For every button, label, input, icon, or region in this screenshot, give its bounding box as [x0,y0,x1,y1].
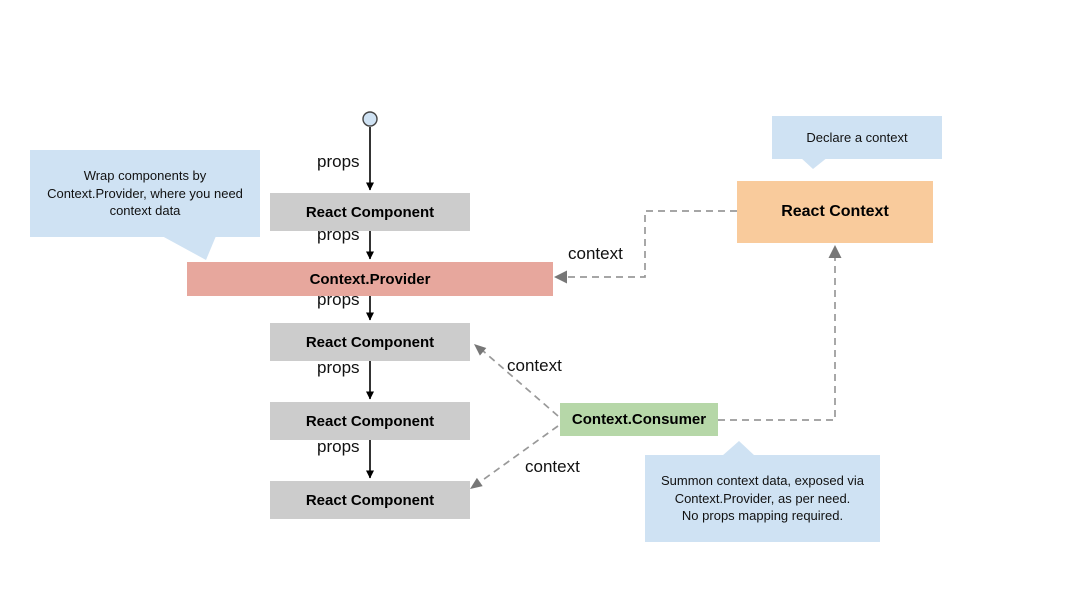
edge-label-props-5: props [317,437,360,456]
edge-label-props-4: props [317,358,360,377]
edge-label-context-upper: context [507,356,562,375]
edge-label-context-lower: context [525,457,580,476]
node-context-consumer-label: Context.Consumer [571,411,707,428]
callout-summon-context: Summon context data, exposed via Context… [645,455,880,542]
callout-wrap-provider-text: Wrap components by Context.Provider, whe… [47,168,243,219]
start-node-icon [362,111,378,127]
node-react-context: React Context [737,181,933,243]
dashed-consumer-to-rc4-arrowhead [470,477,483,489]
node-react-component-1: React Component [270,193,470,231]
node-context-consumer: Context.Consumer [560,403,718,436]
callout-summon-context-line2: No props mapping required. [681,508,844,524]
node-react-component-3-label: React Component [305,412,435,430]
edge-label-props-1: props [317,152,360,171]
node-react-component-4-label: React Component [305,491,435,509]
edge-label-context-to-provider: context [568,244,623,263]
node-context-provider-label: Context.Provider [309,270,431,288]
node-context-provider: Context.Provider [187,262,553,296]
edge-label-props-3: props [317,290,360,309]
callout-wrap-provider: Wrap components by Context.Provider, whe… [30,150,260,237]
node-react-component-1-label: React Component [305,203,435,221]
node-react-component-2: React Component [270,323,470,361]
node-react-context-label: React Context [781,203,889,220]
node-react-component-2-label: React Component [305,333,435,351]
dashed-consumer-to-context [718,257,836,421]
edge-label-props-2: props [317,225,360,244]
dashed-consumer-to-rc2-arrowhead [474,344,487,356]
callout-summon-tail [722,441,755,456]
callout-declare-context-text: Declare a context [806,129,908,145]
callout-summon-context-line1: Summon context data, exposed via Context… [660,473,865,506]
callout-wrap-tail [162,236,216,260]
dashed-consumer-to-context-arrowhead [828,245,842,258]
dashed-context-to-provider-arrowhead [554,270,567,284]
callout-declare-context: Declare a context [772,116,942,159]
node-react-component-3: React Component [270,402,470,440]
node-react-component-4: React Component [270,481,470,519]
